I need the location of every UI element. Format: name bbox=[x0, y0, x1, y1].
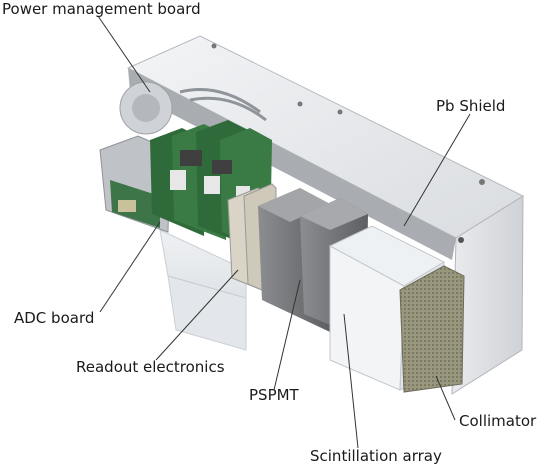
top-slots bbox=[179, 88, 267, 122]
label-collimator: Collimator bbox=[459, 412, 537, 430]
screw-icon bbox=[211, 43, 217, 49]
transparent-shroud-front bbox=[167, 275, 247, 351]
screw-icon bbox=[337, 109, 343, 115]
label-pspmt: PSPMT bbox=[249, 386, 299, 404]
label-pb-shield: Pb Shield bbox=[436, 97, 506, 115]
label-readout-electronics: Readout electronics bbox=[76, 358, 225, 376]
screw-icon bbox=[297, 101, 303, 107]
label-scintillation-array: Scintillation array bbox=[310, 447, 442, 465]
screw-icon bbox=[458, 237, 464, 243]
leader-lines bbox=[97, 15, 471, 449]
collimator bbox=[399, 265, 465, 393]
label-power-management-board: Power management board bbox=[2, 0, 201, 18]
label-adc-board: ADC board bbox=[14, 309, 95, 327]
housing-inner-wall bbox=[128, 68, 456, 260]
screw-icon bbox=[479, 179, 485, 185]
